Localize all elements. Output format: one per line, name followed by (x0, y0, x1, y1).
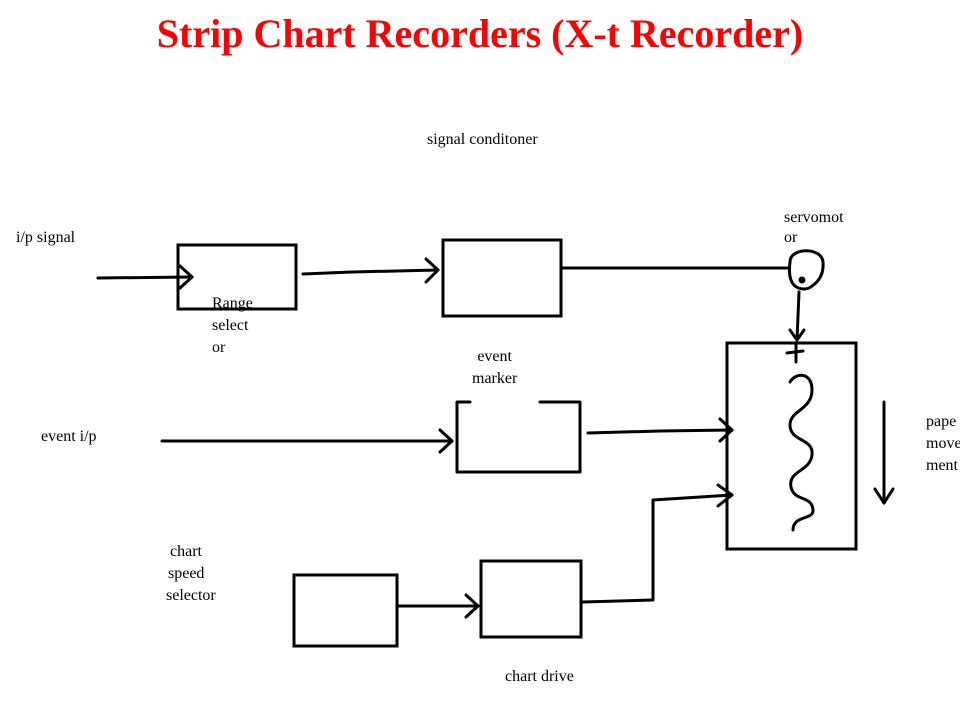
event-marker-block (455, 400, 582, 474)
speed-selector-to-drive-arrowhead (464, 593, 480, 619)
label-event-marker-line: marker (472, 370, 518, 387)
signal-conditioner-block (441, 238, 563, 318)
servomotor-to-pen-arrowhead (788, 328, 806, 342)
label-paper-movement-line: move (926, 435, 960, 452)
label-signal-conditioner: signal conditoner (427, 131, 538, 148)
label-chart-speed-selector: chart speed selector (166, 541, 216, 607)
servomotor-center (798, 276, 806, 284)
label-range-selector-line: or (212, 339, 226, 356)
label-chart-drive: chart drive (505, 668, 574, 685)
ip-signal-arrow (96, 275, 194, 280)
label-range-selector-line: select (212, 317, 249, 334)
chart-drive-to-recorder-arrow (581, 493, 734, 604)
servomotor-to-pen-line (795, 290, 801, 342)
label-chart-speed-selector-line: chart (170, 543, 202, 560)
label-servomotor-line: or (784, 229, 798, 246)
label-range-selector: Range select or (212, 293, 253, 359)
label-range-selector-line: Range (212, 295, 253, 312)
label-servomotor-line: servomot (784, 209, 844, 226)
label-event-marker: event marker (472, 346, 517, 390)
chart-drive-block (479, 559, 583, 639)
paper-movement-arrowhead (873, 487, 895, 505)
label-event-marker-line: event (477, 348, 512, 365)
chart-drive-to-recorder-arrowhead (716, 483, 734, 508)
recorder-block (725, 341, 858, 551)
label-ip-signal: i/p signal (16, 229, 76, 246)
label-paper-movement: pape move ment (926, 411, 960, 477)
event-marker-to-recorder-arrowhead (718, 417, 734, 443)
event-ip-arrowhead (438, 428, 454, 454)
label-paper-movement-line: pape (926, 413, 957, 430)
servomotor-shape (788, 249, 825, 291)
label-chart-speed-selector-line: selector (166, 587, 216, 604)
chart-speed-selector-block (292, 573, 399, 648)
recorder-trace (788, 373, 815, 532)
event-marker-to-recorder-arrow (586, 428, 734, 435)
label-chart-speed-selector-line: speed (168, 565, 205, 582)
label-paper-movement-line: ment (926, 457, 958, 474)
ip-signal-arrowhead (178, 264, 194, 290)
label-event-ip: event i/p (41, 428, 97, 445)
slide-title: Strip Chart Recorders (X-t Recorder) (156, 11, 804, 56)
range-to-conditioner-arrowhead (424, 257, 440, 284)
range-to-conditioner-arrow (301, 268, 440, 276)
label-servomotor: servomot or (784, 208, 844, 248)
